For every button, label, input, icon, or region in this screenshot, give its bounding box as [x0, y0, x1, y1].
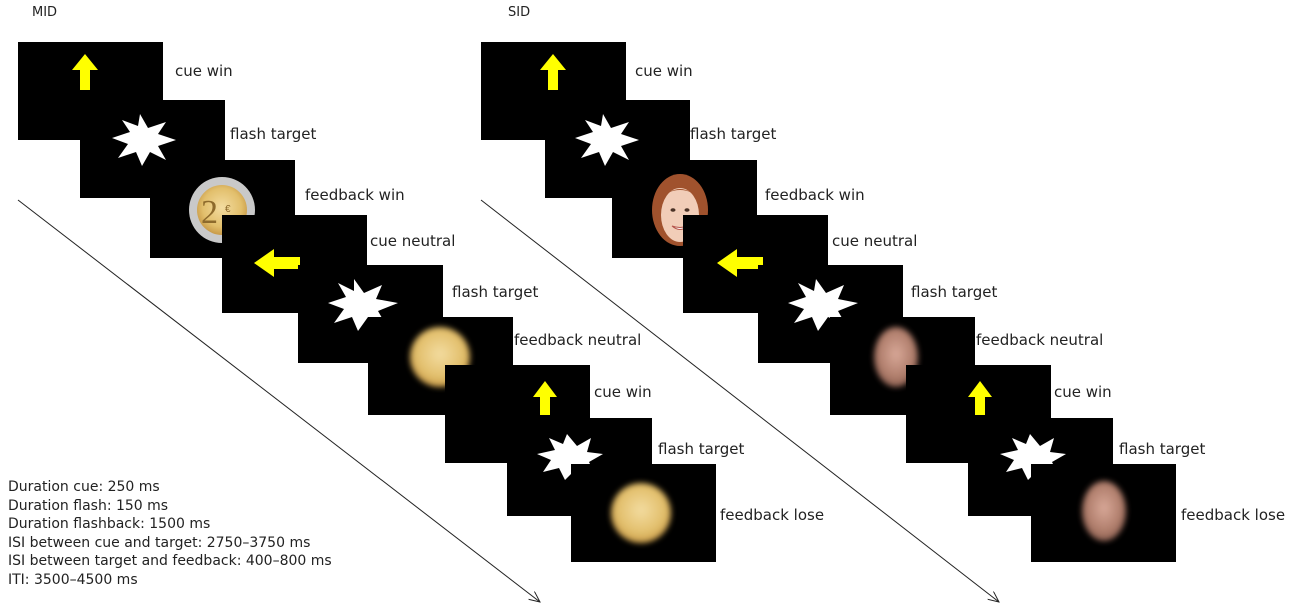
mid-panel-title: MID [32, 5, 58, 20]
label-flash-target-3: flash target [658, 440, 745, 458]
label-flash-target-6: flash target [1119, 440, 1206, 458]
arrow-up-icon [533, 381, 557, 415]
sid-time-arrow [480, 199, 999, 602]
label-cue-win-4: cue win [1054, 383, 1112, 401]
label-flash-target-5: flash target [911, 283, 998, 301]
svg-text:€: € [225, 204, 231, 215]
label-feedback-lose-2: feedback lose [1181, 506, 1286, 524]
label-cue-neutral-1: cue neutral [370, 232, 456, 250]
timing-parameters: Duration cue: 250 ms Duration flash: 150… [8, 478, 332, 589]
starburst-icon [112, 114, 176, 166]
arrow-up-icon [72, 54, 98, 90]
label-feedback-neutral-1: feedback neutral [514, 331, 642, 349]
starburst-icon [575, 114, 639, 166]
mid-screen-feedback-lose [571, 464, 716, 562]
arrow-left-icon [717, 249, 763, 277]
label-feedback-lose-1: feedback lose [720, 506, 825, 524]
arrow-left-icon [254, 249, 300, 277]
label-cue-win-1: cue win [175, 62, 233, 80]
svg-text:2: 2 [201, 194, 218, 231]
label-feedback-win-1: feedback win [305, 186, 405, 204]
timing-duration-flash: Duration flash: 150 ms [8, 497, 169, 514]
mid-time-arrow [17, 199, 540, 602]
label-feedback-neutral-2: feedback neutral [976, 331, 1104, 349]
label-cue-win-2: cue win [594, 383, 652, 401]
blurred-face-icon [1082, 481, 1126, 541]
sid-screen-feedback-lose [1031, 464, 1176, 562]
label-cue-neutral-2: cue neutral [832, 232, 918, 250]
blurred-coin-icon [611, 483, 671, 543]
arrow-up-icon [540, 54, 566, 90]
arrow-up-icon [968, 381, 992, 415]
sid-panel-title: SID [508, 5, 531, 20]
label-flash-target-4: flash target [690, 125, 777, 143]
timing-isi-target-feedback: ISI between target and feedback: 400–800… [8, 553, 332, 569]
timing-isi-cue-target: ISI between cue and target: 2750–3750 ms [8, 534, 311, 551]
label-cue-win-3: cue win [635, 62, 693, 80]
timing-duration-cue: Duration cue: 250 ms [8, 479, 160, 495]
label-flash-target-1: flash target [230, 125, 317, 143]
timing-iti: ITI: 3500–4500 ms [8, 571, 138, 588]
timing-duration-flashback: Duration flashback: 1500 ms [8, 516, 211, 532]
label-feedback-win-2: feedback win [765, 186, 865, 204]
label-flash-target-2: flash target [452, 283, 539, 301]
